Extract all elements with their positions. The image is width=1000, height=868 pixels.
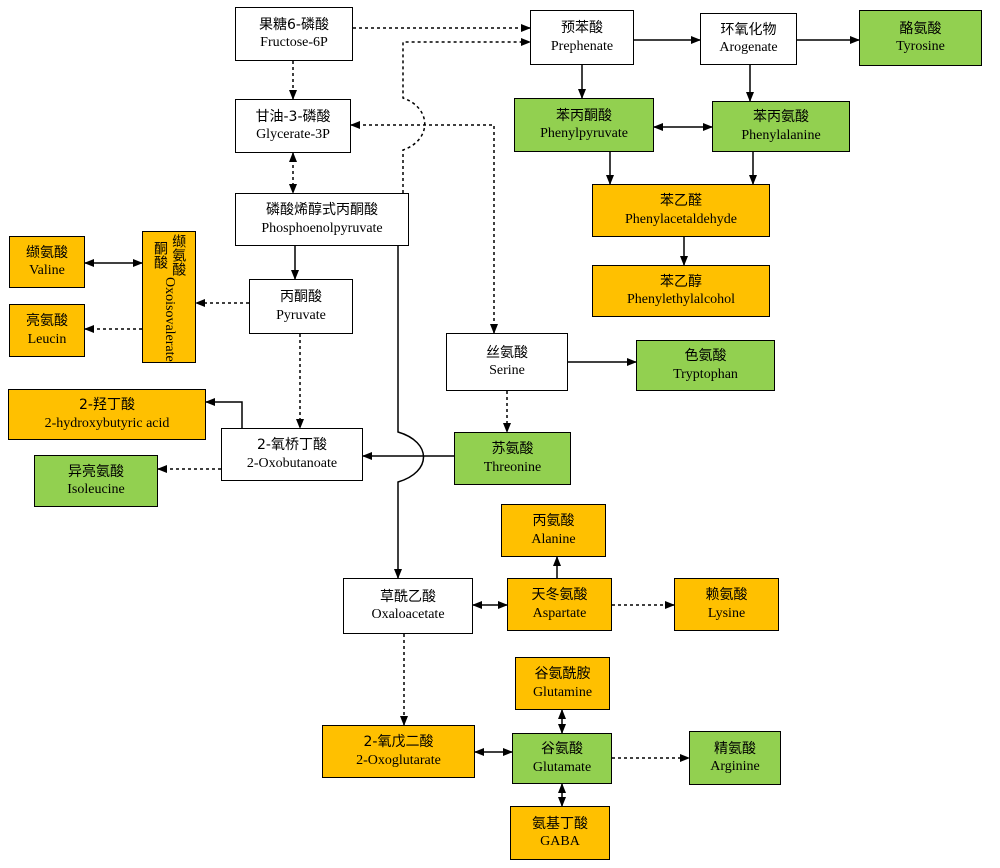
node-serine: 丝氨酸 Serine [446, 333, 568, 391]
node-cn-label: 色氨酸 [684, 348, 727, 364]
node-cn-label: 草酰乙酸 [380, 588, 436, 605]
node-en-label: Lysine [707, 605, 746, 621]
node-tyrosine: 酪氨酸 Tyrosine [859, 10, 982, 66]
node-2-oxoglutarate: 2-氧戊二酸 2-Oxoglutarate [322, 725, 475, 778]
node-cn-label: 苯丙氨酸 [753, 109, 809, 125]
node-cn-label: 丙酮酸 [280, 289, 322, 305]
node-en-label: Valine [29, 263, 65, 278]
node-phenylacetaldehyde: 苯乙醛 Phenylacetaldehyde [592, 184, 770, 237]
node-en-label: Tryptophan [673, 366, 738, 382]
node-en-label: Phenylpyruvate [540, 126, 628, 141]
node-oxoisovalerate: 缬氨酸酮酸 Oxoisovalerate [142, 231, 196, 363]
node-en-label: 2-Oxobutanoate [246, 455, 338, 471]
node-en-label: GABA [540, 834, 580, 849]
node-en-label: Glycerate-3P [256, 127, 330, 142]
node-cn-label: 果糖6-磷酸 [259, 16, 329, 33]
node-fructose-6p: 果糖6-磷酸 Fructose-6P [235, 7, 353, 61]
node-cn-label: 精氨酸 [714, 740, 756, 757]
node-arogenate: 环氧化物 Arogenate [700, 13, 797, 65]
node-en-label: Aspartate [532, 605, 587, 621]
node-alanine: 丙氨酸 Alanine [501, 504, 606, 557]
node-en-label: Arginine [710, 759, 760, 774]
node-phenylalanine: 苯丙氨酸 Phenylalanine [712, 101, 850, 152]
node-leucin: 亮氨酸 Leucin [9, 304, 85, 357]
node-en-label: Leucin [27, 331, 67, 347]
node-en-label: Oxoisovalerate [162, 277, 178, 362]
node-glycerate-3p: 甘油-3-磷酸 Glycerate-3P [235, 99, 351, 153]
node-aspartate: 天冬氨酸 Aspartate [507, 578, 612, 631]
node-lysine: 赖氨酸 Lysine [674, 578, 779, 631]
node-phenylpyruvate: 苯丙酮酸 Phenylpyruvate [514, 98, 654, 152]
node-cn-label: 2-氧桥丁酸 [257, 437, 327, 453]
node-cn-label: 环氧化物 [720, 21, 777, 38]
node-en-label: Serine [489, 363, 525, 378]
node-valine: 缬氨酸 Valine [9, 236, 85, 288]
node-cn-label: 苯乙醛 [660, 193, 702, 209]
node-cn-label: 预苯酸 [561, 20, 603, 36]
node-en-label: Glutamine [532, 684, 593, 700]
node-prephenate: 预苯酸 Prephenate [530, 10, 634, 65]
node-en-label: Fructose-6P [260, 35, 328, 50]
node-cn-label: 亮氨酸 [26, 313, 68, 329]
node-oxaloacetate: 草酰乙酸 Oxaloacetate [343, 578, 473, 634]
node-en-label: Pyruvate [276, 307, 326, 323]
node-en-label: Phenylacetaldehyde [625, 211, 737, 227]
node-cn-label: 2-羟丁酸 [79, 397, 135, 413]
node-en-label: Tyrosine [896, 39, 945, 54]
node-en-label: Arogenate [719, 40, 778, 55]
node-cn-label: 氨基丁酸 [532, 815, 588, 832]
node-phosphoenolpyruvate: 磷酸烯醇式丙酮酸 Phosphoenolpyruvate [235, 193, 409, 246]
node-cn-label: 丙氨酸 [532, 513, 575, 529]
node-glutamine: 谷氨酰胺 Glutamine [515, 657, 610, 710]
node-pyruvate: 丙酮酸 Pyruvate [249, 279, 353, 334]
node-isoleucine: 异亮氨酸 Isoleucine [34, 455, 158, 507]
node-cn-label: 甘油-3-磷酸 [255, 108, 331, 125]
node-cn-label: 天冬氨酸 [531, 587, 588, 603]
node-en-label: Phosphoenolpyruvate [261, 220, 383, 236]
node-cn-label: 苏氨酸 [491, 441, 534, 457]
node-cn-label: 缬氨酸 [26, 244, 68, 261]
node-cn-label: 缬氨酸酮酸 [152, 233, 187, 276]
node-en-label: Prephenate [550, 38, 614, 54]
node-cn-label: 酪氨酸 [899, 20, 942, 37]
node-en-label: 2-hydroxybutyric acid [44, 415, 170, 431]
arrow-pep-oxaloacetate [394, 246, 425, 579]
node-tryptophan: 色氨酸 Tryptophan [636, 340, 775, 391]
node-en-label: Phenylalanine [741, 127, 821, 143]
node-cn-label: 磷酸烯醇式丙酮酸 [266, 202, 378, 218]
node-en-label: Oxaloacetate [371, 607, 445, 622]
node-cn-label: 丝氨酸 [486, 344, 528, 361]
node-glutamate: 谷氨酸 Glutamate [512, 733, 612, 784]
node-arginine: 精氨酸 Arginine [689, 731, 781, 785]
node-cn-label: 2-氧戊二酸 [363, 734, 434, 750]
node-2-hydroxybutyric-acid: 2-羟丁酸 2-hydroxybutyric acid [8, 389, 206, 440]
node-gaba: 氨基丁酸 GABA [510, 806, 610, 860]
node-en-label: 2-Oxoglutarate [356, 752, 441, 768]
node-cn-label: 异亮氨酸 [68, 463, 124, 480]
arrow-pep-prephenate [402, 38, 531, 193]
node-cn-label: 谷氨酰胺 [534, 666, 591, 682]
node-threonine: 苏氨酸 Threonine [454, 432, 571, 485]
node-en-label: Phenylethylalcohol [626, 292, 736, 307]
node-en-label: Isoleucine [67, 482, 125, 497]
node-2-oxobutanoate: 2-氧桥丁酸 2-Oxobutanoate [221, 428, 363, 481]
node-cn-label: 赖氨酸 [705, 587, 748, 603]
arrow-oxobutanoate-hydroxybutyric [205, 398, 243, 428]
node-en-label: Threonine [483, 459, 542, 475]
node-cn-label: 谷氨酸 [541, 741, 583, 757]
node-cn-label: 苯乙醇 [660, 273, 702, 290]
node-en-label: Alanine [531, 531, 576, 547]
node-phenylethylalcohol: 苯乙醇 Phenylethylalcohol [592, 265, 770, 317]
node-cn-label: 苯丙酮酸 [556, 107, 612, 124]
node-en-label: Glutamate [532, 759, 592, 775]
